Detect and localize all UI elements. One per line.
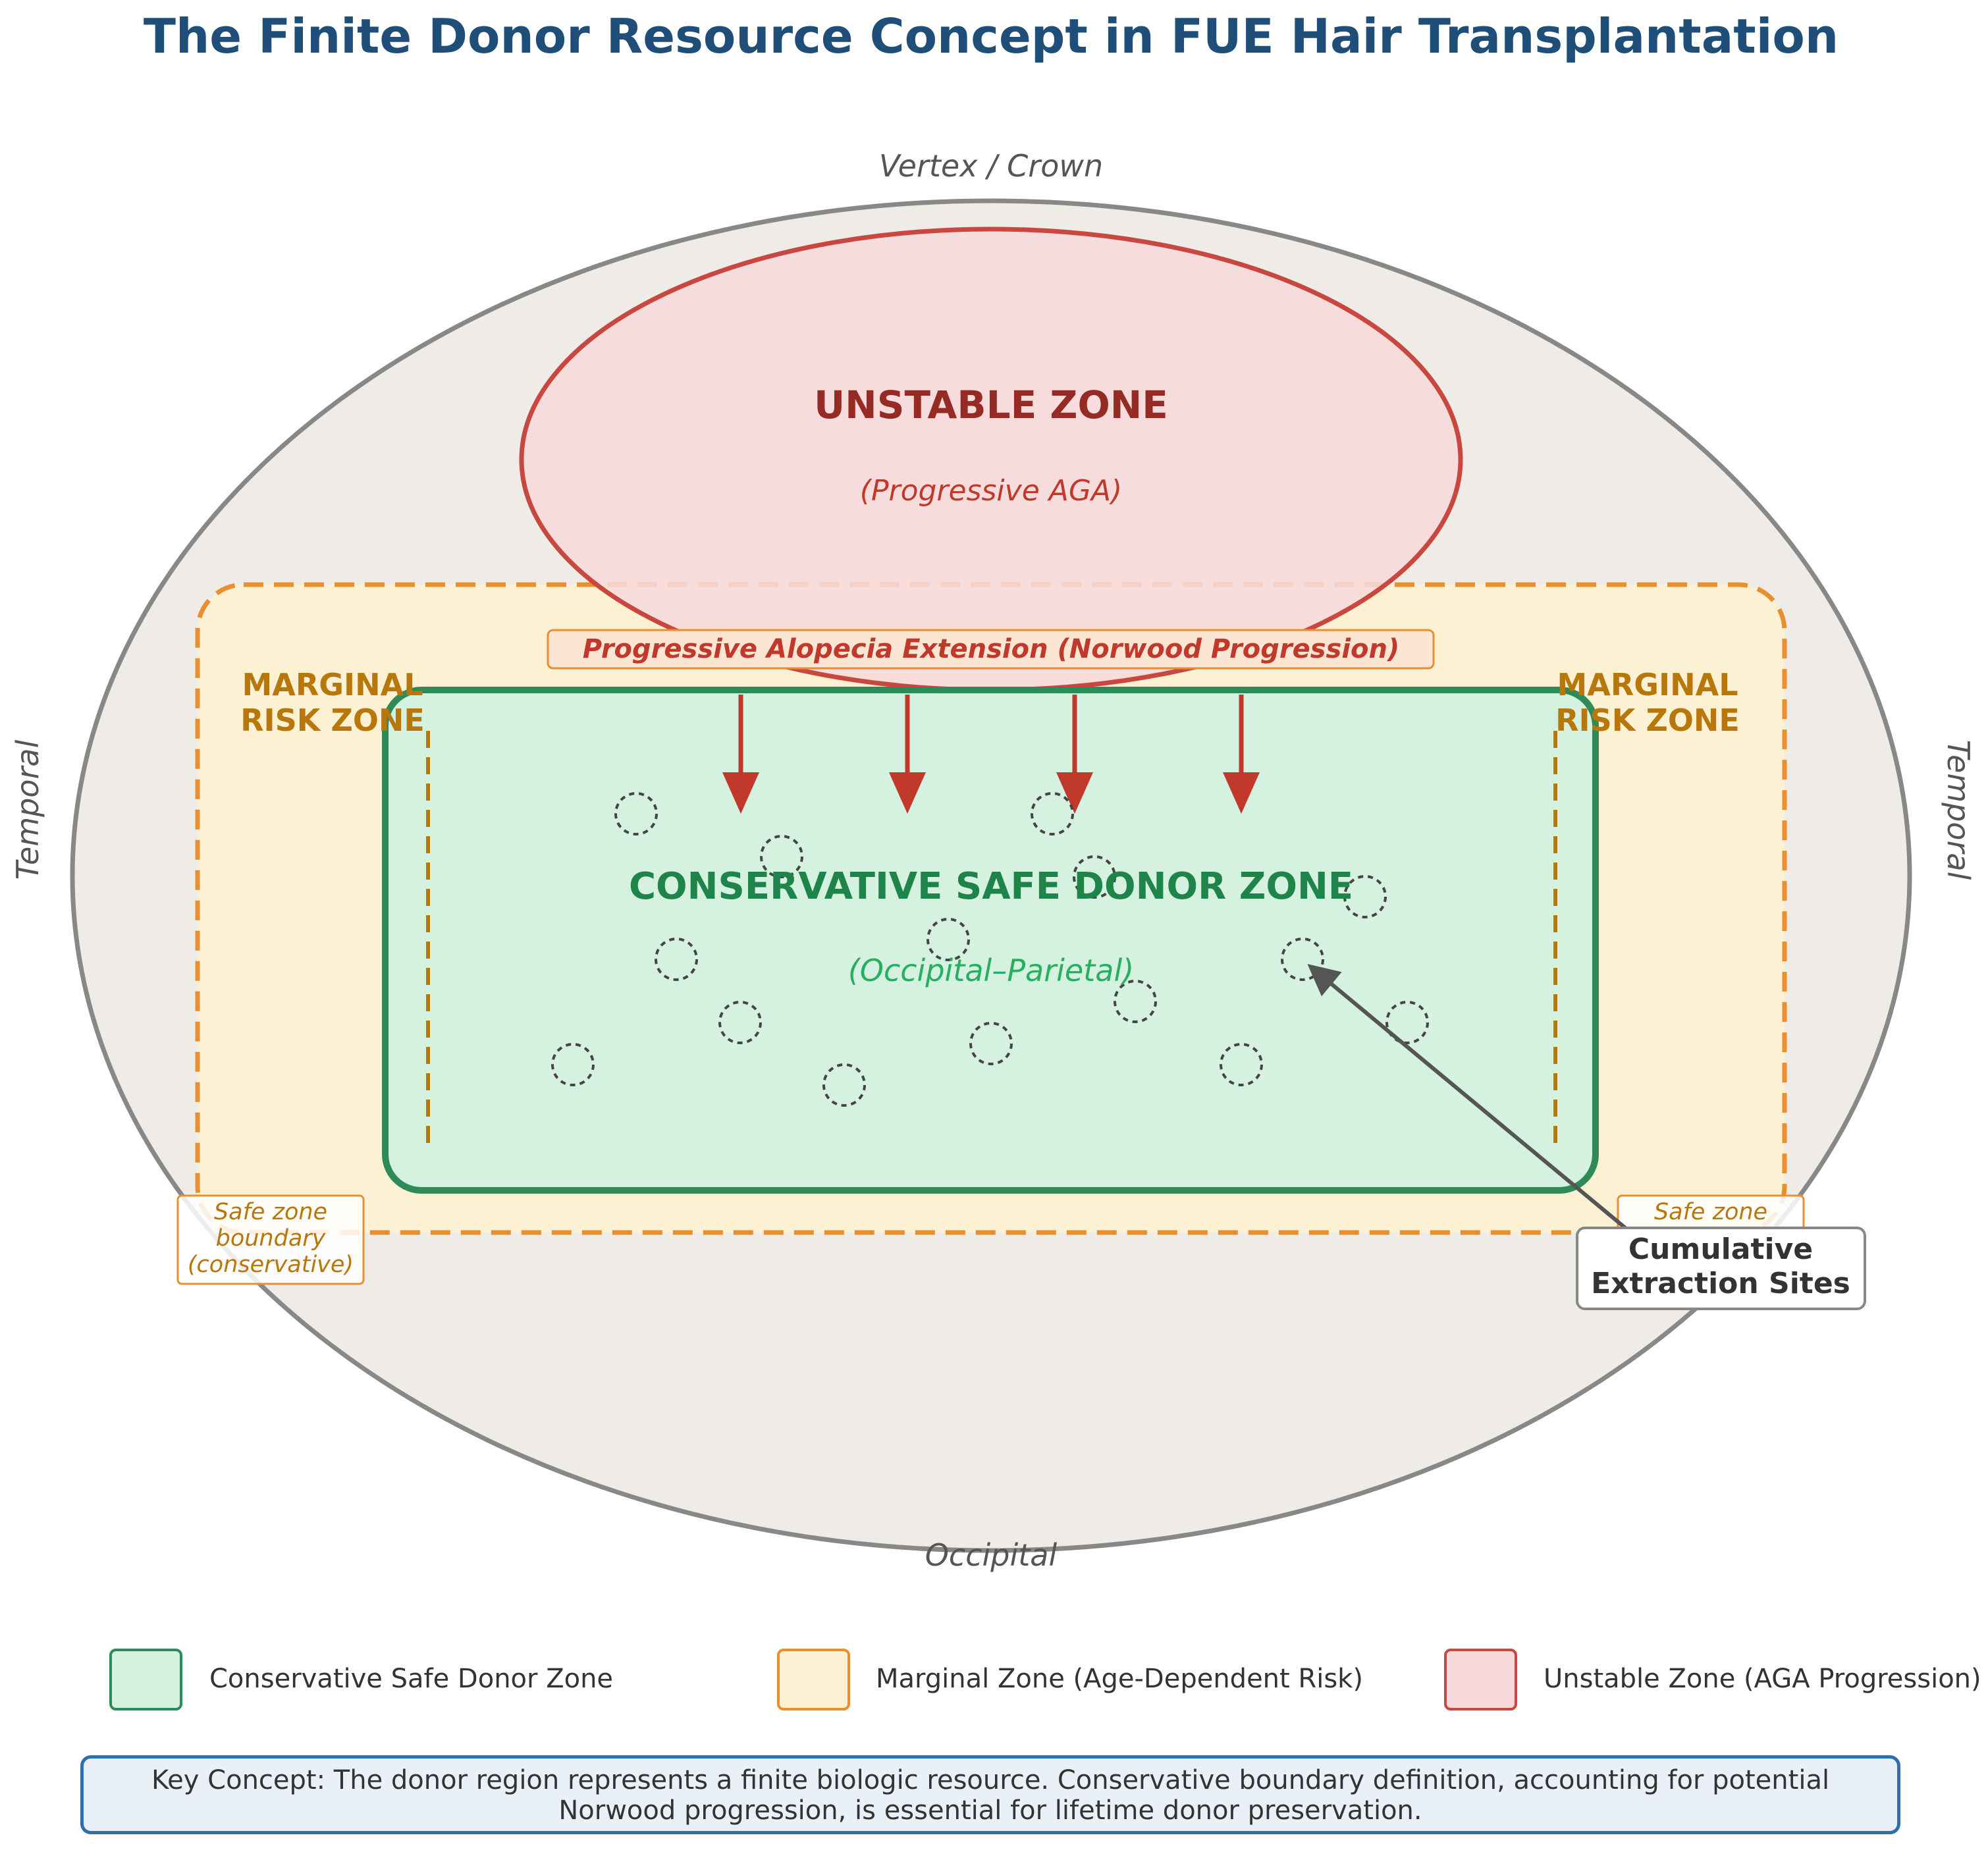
marginal-label-left-line2: RISK ZONE [240, 703, 425, 738]
unstable-zone-subtitle: (Progressive AGA) [860, 474, 1122, 508]
unstable-zone [519, 226, 1463, 693]
extraction-site-marker [969, 1022, 1013, 1065]
orientation-left-label: Temporal [10, 739, 45, 880]
extraction-site-marker [718, 1001, 762, 1044]
safe-zone-title: CONSERVATIVE SAFE DONOR ZONE [629, 865, 1353, 908]
progression-label-box [547, 629, 1435, 670]
extraction-site-marker [1343, 875, 1387, 918]
key-concept-line1: Key Concept: The donor region represents… [151, 1765, 1830, 1795]
key-concept-line2: Norwood progression, is essential for li… [558, 1795, 1422, 1826]
extraction-site-marker [760, 835, 803, 878]
extraction-site-marker [1220, 1043, 1263, 1086]
extraction-site-marker [927, 918, 970, 961]
extraction-callout-box [1576, 1227, 1866, 1310]
legend-swatch-marginal [777, 1649, 850, 1710]
legend-label-safe: Conservative Safe Donor Zone [209, 1664, 613, 1694]
boundary-note-left-box [176, 1194, 365, 1285]
key-concept-box: Key Concept: The donor region represents… [80, 1755, 1900, 1834]
extraction-site-marker [822, 1063, 866, 1107]
boundary-note-right-line1: Safe zone [1654, 1199, 1767, 1225]
extraction-site-marker [655, 938, 698, 981]
boundary-note-left-line1: Safe zone [214, 1199, 327, 1225]
legend-label-marginal: Marginal Zone (Age-Dependent Risk) [876, 1664, 1363, 1694]
orientation-top-label: Vertex / Crown [879, 148, 1103, 184]
extraction-callout-line2: Extraction Sites [1591, 1267, 1850, 1300]
extraction-site-marker [551, 1043, 595, 1086]
safe-zone-subtitle: (Occipital–Parietal) [848, 953, 1134, 988]
extraction-site-marker [1114, 980, 1157, 1023]
legend-label-unstable: Unstable Zone (AGA Progression) [1544, 1664, 1981, 1694]
legend: Conservative Safe Donor Zone Marginal Zo… [109, 1649, 1981, 1710]
extraction-site-marker [614, 792, 658, 835]
boundary-note-left-line2: boundary [216, 1225, 327, 1252]
boundary-note-left-line3: (conservative) [188, 1252, 354, 1278]
extraction-site-marker [1281, 938, 1324, 981]
extraction-callout-line1: Cumulative [1628, 1233, 1813, 1266]
extraction-site-marker [1073, 855, 1116, 899]
legend-swatch-unstable [1444, 1649, 1517, 1710]
extraction-sites [551, 792, 1429, 1107]
marginal-label-right-line1: MARGINAL [1557, 667, 1738, 703]
safe-donor-zone [382, 687, 1599, 1194]
callout-arrow [1307, 964, 1661, 1258]
unstable-zone-title: UNSTABLE ZONE [814, 383, 1168, 427]
page-title: The Finite Donor Resource Concept in FUE… [144, 9, 1839, 64]
marginal-label-right-line2: RISK ZONE [1555, 703, 1740, 738]
legend-swatch-safe [109, 1649, 182, 1710]
progression-label: Progressive Alopecia Extension (Norwood … [583, 634, 1400, 664]
extraction-site-marker [1031, 792, 1074, 835]
orientation-right-label: Temporal [1941, 740, 1976, 880]
extraction-site-marker [1385, 1001, 1429, 1044]
marginal-label-left-line1: MARGINAL [242, 667, 423, 703]
orientation-bottom-label: Occipital [925, 1537, 1058, 1573]
